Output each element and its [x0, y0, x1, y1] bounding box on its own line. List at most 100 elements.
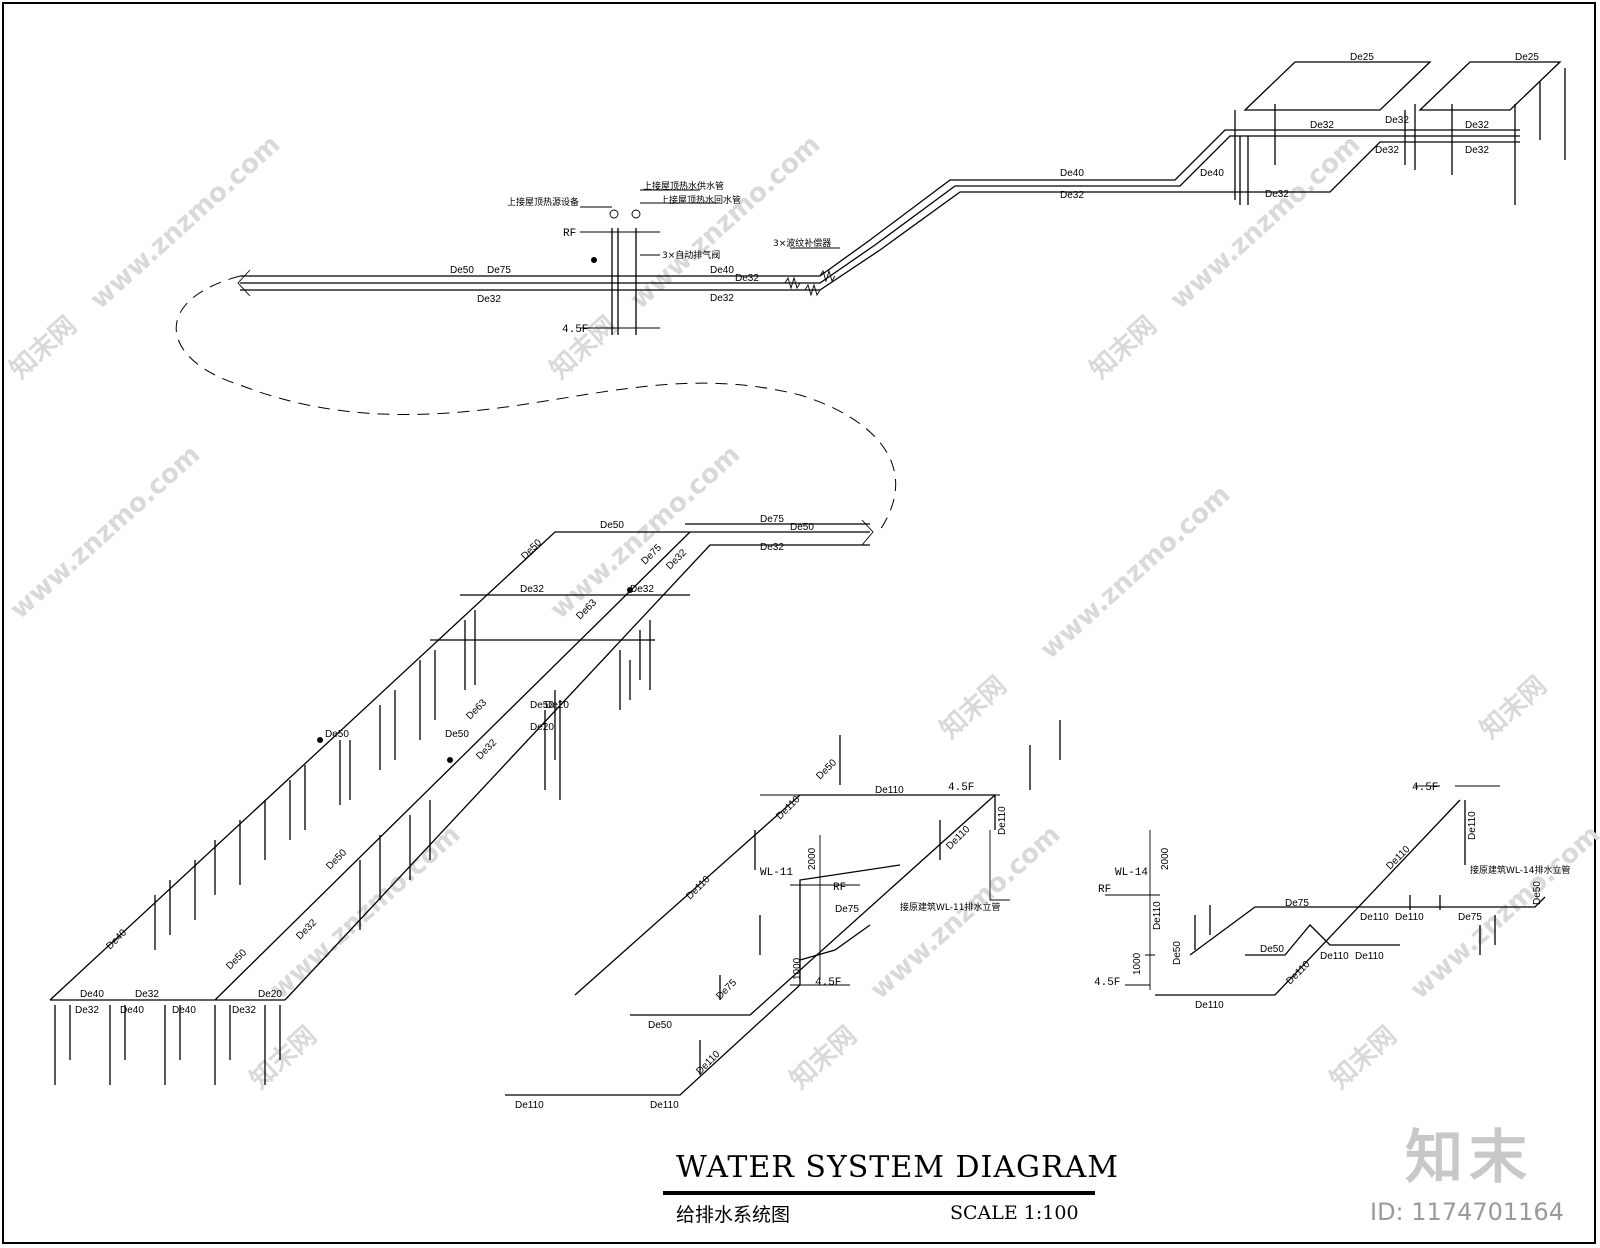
pipe-size-label: De50 — [600, 520, 624, 531]
pipe-size-label: De50 — [1532, 881, 1543, 905]
pipe-size-label: De50 — [1260, 944, 1284, 955]
note-hot-water-return: 上接屋顶热水回水管 — [660, 194, 741, 206]
note-expansion-joint: 3×波纹补偿器 — [773, 237, 831, 249]
pipe-cap — [631, 209, 641, 219]
brand-watermark-logo: 知末 — [1405, 1123, 1534, 1191]
valve-dot — [317, 737, 323, 743]
drainage-system-wl14: 4.5F 4.5F RF WL-14 2000 1000 接原建筑WL-14排水… — [1094, 782, 1570, 1011]
title-block: WATER SYSTEM DIAGRAM 给排水系统图 SCALE 1:100 — [660, 1150, 1118, 1230]
pipe-size-label: De32 — [735, 273, 759, 284]
drain-pipe — [799, 924, 871, 961]
pipe-size-label: De32 — [760, 542, 784, 553]
pipe-size-label: De110 — [1355, 951, 1384, 962]
riser — [699, 720, 1061, 1075]
riser — [1234, 104, 1516, 205]
pipe-size-label: De25 — [1515, 52, 1539, 63]
note-roof-heat-source: 上接屋顶热源设备 — [507, 196, 579, 208]
level-rf: RF — [563, 228, 576, 240]
pipe-size-label: De75 — [487, 265, 511, 276]
pipe-size-label: De32 — [710, 293, 734, 304]
arrow-head — [861, 519, 874, 546]
main-supply-pipe — [214, 531, 691, 1001]
title-underline — [663, 1191, 1095, 1195]
watermark-text: www.znzmo.com — [625, 129, 827, 315]
pipe-size-label: De110 — [774, 794, 802, 822]
watermark-text: 知末网 — [1475, 671, 1553, 745]
branch-ring — [1418, 61, 1562, 111]
pipe-size-label: De32 — [520, 584, 544, 595]
riser — [339, 610, 476, 805]
leader-line — [580, 189, 840, 256]
pipe-size-label: De32 — [75, 1005, 99, 1016]
note-stack-wl14: 接原建筑WL-14排水立管 — [1470, 864, 1570, 876]
pipe-size-label: De32 — [1310, 120, 1334, 131]
pipe-size-label: De32 — [477, 294, 501, 305]
pipe-size-label: De32 — [1465, 120, 1489, 131]
pipe-size-label: De75 — [1285, 898, 1309, 909]
watermark-text: 知末网 — [785, 1021, 863, 1095]
pipe-size-label: De32 — [1265, 189, 1289, 200]
riser — [611, 228, 637, 335]
pipe-size-label: De50 — [519, 537, 544, 562]
pipe-size-label: De50 — [445, 729, 469, 740]
level-4-5f: 4.5F — [562, 324, 588, 336]
pipe-size-label: De40 — [1200, 168, 1224, 179]
pipe-size-label: De32 — [630, 584, 654, 595]
pipe-size-label: De50 — [324, 847, 349, 872]
pipe-size-label: De40 — [1060, 168, 1084, 179]
pipe-size-label: De110 — [1320, 951, 1349, 962]
pipe-size-label: De50 — [224, 947, 249, 972]
branch-ring — [1243, 61, 1432, 111]
pipe-size-label: De110 — [694, 1049, 722, 1077]
branch-pipe — [430, 594, 690, 641]
level-wl11: WL-11 — [760, 867, 793, 879]
pipe-size-label: De110 — [1384, 844, 1412, 872]
watermark-text: www.znzmo.com — [265, 819, 467, 1005]
drain-pipe — [574, 794, 996, 996]
pipe-size-label: De50 — [450, 265, 474, 276]
upper-hot-water-system: RF 4.5F 上接屋顶热源设备 上接屋顶热水供水管 上接屋顶热水回水管 3×自… — [237, 52, 1566, 336]
pipe-size-label: De75 — [1458, 912, 1482, 923]
arrow-head — [237, 269, 251, 297]
watermark-text: 知末网 — [5, 311, 83, 385]
level-rf: RF — [1098, 884, 1111, 896]
pipe-size-label: De110 — [1195, 1000, 1224, 1011]
pipe-size-label: De110 — [650, 1100, 679, 1111]
riser — [54, 1005, 281, 1085]
expansion-joint — [784, 269, 836, 297]
valve-dot — [447, 757, 453, 763]
watermark-text: www.znzmo.com — [1405, 819, 1600, 1005]
watermark-text: 知末网 — [1085, 311, 1163, 385]
pipe-cap — [609, 209, 619, 219]
pipe-size-label: De40 — [120, 1005, 144, 1016]
watermark-text: www.znzmo.com — [85, 129, 287, 315]
watermark-text: 知末网 — [545, 311, 623, 385]
pipe-size-label: De50 — [790, 522, 814, 533]
pipe-size-label: De75 — [714, 977, 739, 1002]
riser — [154, 765, 306, 950]
drain-pipe — [1155, 799, 1461, 996]
pipe-size-label: De75 — [835, 904, 859, 915]
watermark-text: 知末网 — [1325, 1021, 1403, 1095]
watermark-text: 知末网 — [935, 671, 1013, 745]
pipe-size-label: De110 — [1467, 811, 1478, 840]
drain-pipe — [1189, 896, 1546, 956]
pipe-size-label: De50 — [530, 700, 554, 711]
diagram-title: WATER SYSTEM DIAGRAM — [676, 1150, 1119, 1185]
note-stack-wl11: 接原建筑WL-11排水立管 — [900, 901, 1000, 913]
pipe-size-label: De40 — [104, 927, 129, 952]
diagram-scale: SCALE 1:100 — [950, 1202, 1079, 1224]
dimension-label: 1000 — [1132, 952, 1143, 975]
pipe-size-label: De32 — [232, 1005, 256, 1016]
pipe-size-label: De20 — [530, 722, 554, 733]
riser — [1194, 800, 1496, 955]
level-4-5f: 4.5F — [948, 782, 974, 794]
watermark-text: www.znzmo.com — [5, 439, 207, 625]
pipe-size-label: De110 — [1152, 901, 1163, 930]
pipe-size-label: De40 — [172, 1005, 196, 1016]
valve-dot — [591, 257, 597, 263]
level-wl14: WL-14 — [1115, 867, 1148, 879]
main-return-pipe — [284, 544, 870, 1001]
note-hot-water-supply: 上接屋顶热水供水管 — [643, 180, 724, 192]
